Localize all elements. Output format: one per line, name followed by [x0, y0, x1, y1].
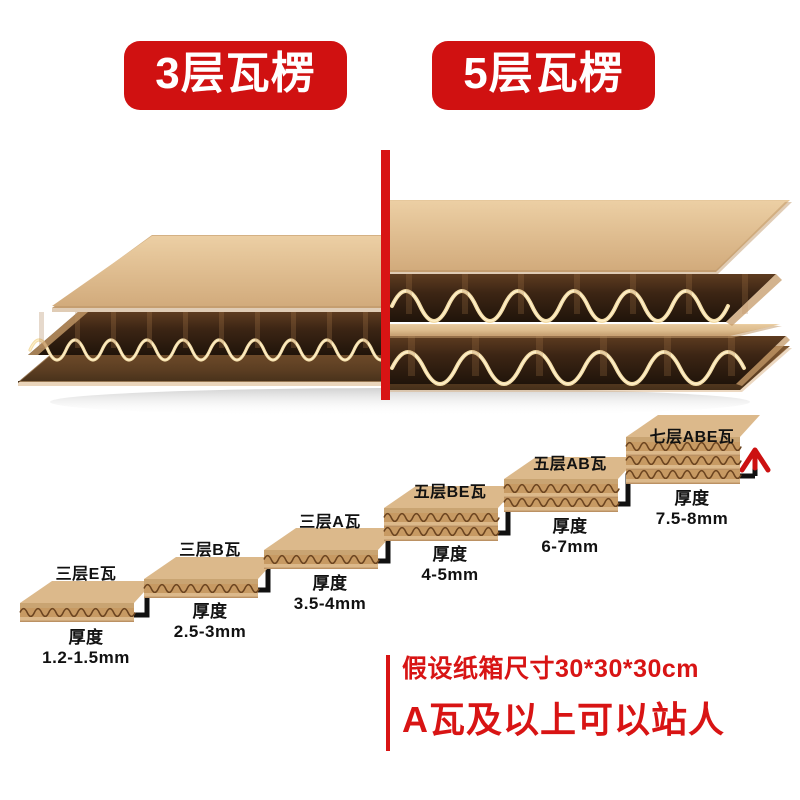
mini-stack	[380, 484, 522, 551]
stack-name-label: 五层AB瓦	[533, 456, 607, 473]
thickness-caption: 厚度	[312, 574, 348, 593]
stack-name-label: 七层ABE瓦	[649, 429, 735, 446]
thickness-value: 3.5-4mm	[293, 593, 367, 613]
thickness-value: 2.5-3mm	[173, 621, 247, 641]
thickness-caption: 厚度	[552, 517, 588, 536]
mini-stack	[260, 526, 402, 579]
stack-name-label: 五层BE瓦	[413, 484, 487, 501]
notice-red-rule	[386, 655, 390, 751]
thickness-value: 6-7mm	[541, 536, 599, 556]
corrugated-cutaway-illustration	[0, 140, 800, 430]
mini-stack	[500, 455, 642, 522]
notice-headline-text: A瓦及以上可以站人	[402, 699, 725, 740]
badge-5-layer: 5层瓦楞	[432, 41, 655, 110]
thickness-value: 4-5mm	[421, 564, 479, 584]
thickness-caption: 厚度	[68, 628, 104, 647]
badge-3-layer: 3层瓦楞	[124, 41, 347, 110]
notice-assumption-text: 假设纸箱尺寸30*30*30cm	[402, 655, 700, 683]
mini-stack	[16, 579, 158, 632]
mini-stack	[140, 555, 282, 608]
mini-stack	[622, 413, 764, 494]
stack-name-label: 三层B瓦	[179, 542, 241, 559]
thickness-value: 7.5-8mm	[655, 508, 729, 528]
thickness-caption: 厚度	[674, 489, 710, 508]
thickness-caption: 厚度	[192, 602, 228, 621]
thickness-caption: 厚度	[432, 545, 468, 564]
bottom-notice: 假设纸箱尺寸30*30*30cm A瓦及以上可以站人	[386, 655, 786, 755]
red-divider-line	[381, 150, 390, 400]
stack-name-label: 三层A瓦	[299, 514, 361, 531]
thickness-value: 1.2-1.5mm	[42, 647, 130, 667]
stack-name-label: 三层E瓦	[55, 566, 117, 583]
